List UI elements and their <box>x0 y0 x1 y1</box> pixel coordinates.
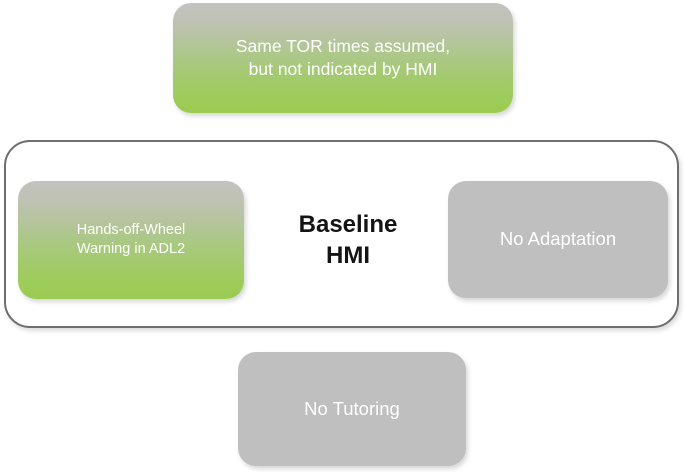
card-hands-off-wheel-warning-label: Hands-off-Wheel Warning in ADL2 <box>76 221 186 257</box>
baseline-hmi-title: Baseline HMI <box>298 210 398 269</box>
card-no-tutoring-label: No Tutoring <box>304 397 400 419</box>
card-hands-off-wheel-warning: Hands-off-Wheel Warning in ADL2 <box>18 181 244 299</box>
card-tor-times-label: Same TOR times assumed, but not indicate… <box>235 35 451 79</box>
card-no-adaptation-label: No Adaptation <box>499 228 617 250</box>
card-no-tutoring: No Tutoring <box>238 352 466 466</box>
card-no-adaptation: No Adaptation <box>448 181 668 298</box>
card-tor-times: Same TOR times assumed, but not indicate… <box>173 3 513 113</box>
